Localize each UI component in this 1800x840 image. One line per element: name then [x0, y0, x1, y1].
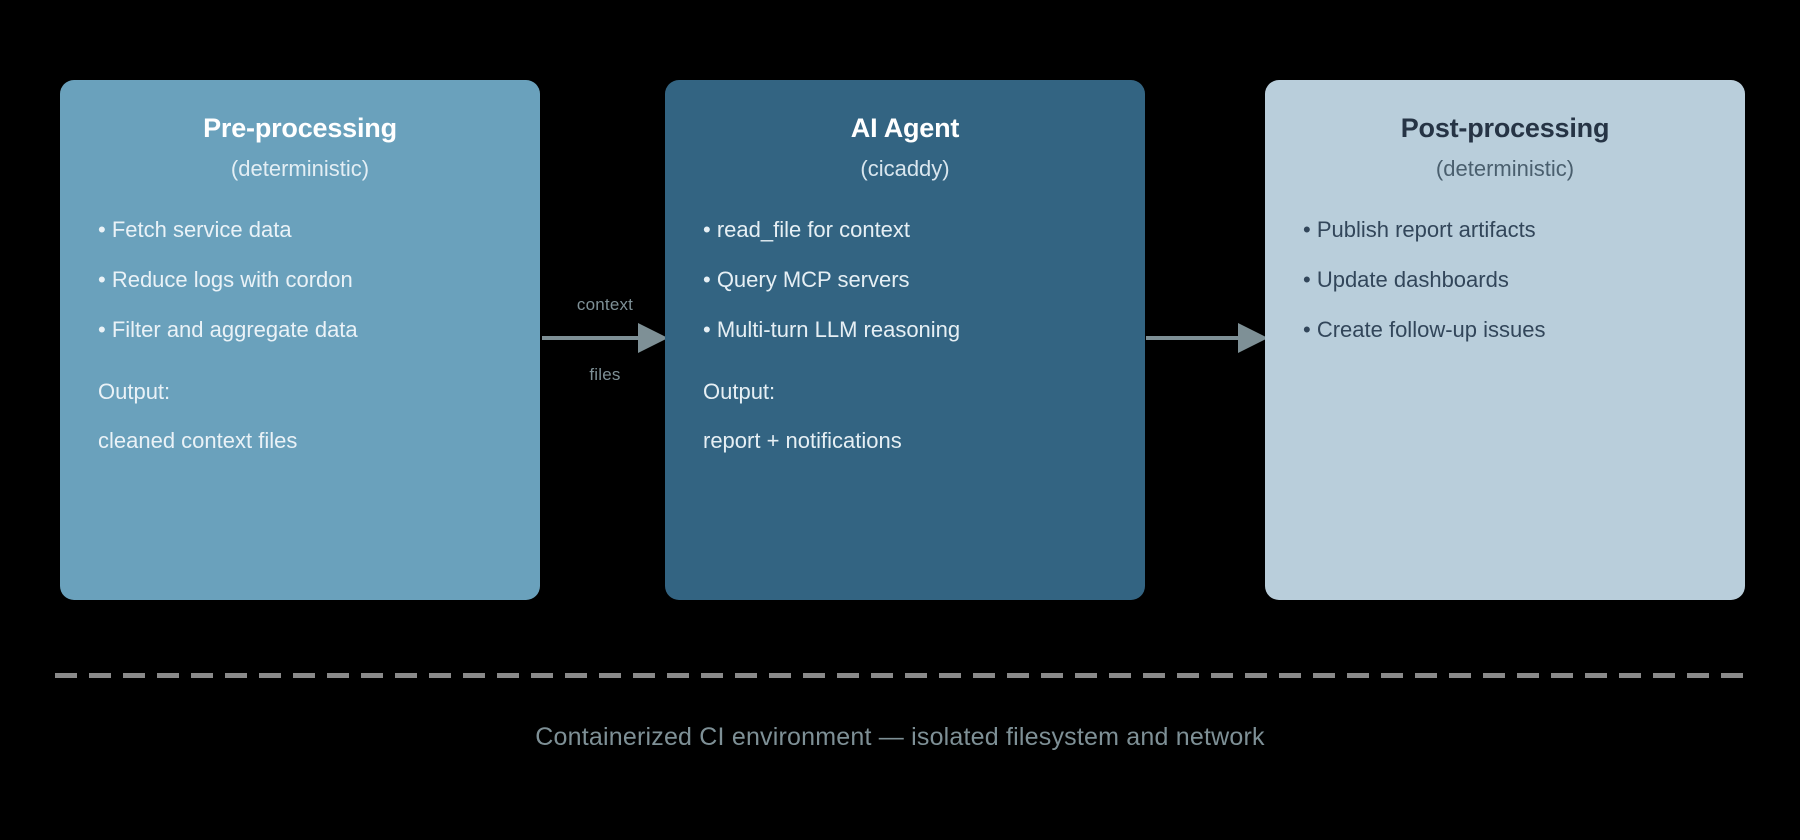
- stage-subtitle-ai-agent: (cicaddy): [860, 155, 950, 181]
- container-boundary-divider: [55, 673, 1745, 678]
- stage-card-post-processing: Post-processing (deterministic) • Publis…: [1265, 80, 1745, 600]
- stage-bullet-list-pre-processing: • Fetch service data • Reduce logs with …: [90, 216, 510, 369]
- arrow-label-files: files: [589, 365, 621, 384]
- arrow-head-icon: [1238, 323, 1268, 353]
- list-item: • Fetch service data: [98, 216, 292, 242]
- stage-subtitle-pre-processing: (deterministic): [230, 155, 370, 181]
- flow-arrow-agent-to-post: [1146, 323, 1268, 353]
- list-item: • read_file for context: [703, 216, 911, 242]
- stage-title-pre-processing: Pre-processing: [203, 113, 397, 143]
- list-item: • Create follow-up issues: [1303, 316, 1546, 342]
- stage-title-post-processing: Post-processing: [1400, 113, 1610, 143]
- output-value: report + notifications: [703, 427, 902, 453]
- arrow-shaft: [542, 336, 638, 340]
- list-item: • Multi-turn LLM reasoning: [703, 316, 961, 342]
- container-caption: Containerized CI environment — isolated …: [535, 723, 1265, 751]
- list-item: • Query MCP servers: [703, 266, 910, 292]
- arrow-shaft: [1146, 336, 1238, 340]
- arrow-head-icon: [638, 323, 668, 353]
- stage-bullet-list-post-processing: • Publish report artifacts • Update dash…: [1295, 216, 1715, 369]
- list-item: • Reduce logs with cordon: [98, 266, 353, 292]
- stage-output-ai-agent: Output: report + notifications: [695, 378, 1115, 453]
- stage-subtitle-post-processing: (deterministic): [1435, 155, 1575, 181]
- arrow-label-context: context: [576, 295, 634, 314]
- output-label: Output:: [98, 378, 171, 404]
- stage-output-pre-processing: Output: cleaned context files: [90, 378, 510, 453]
- flow-arrow-pre-to-agent: [542, 323, 668, 353]
- stage-bullet-list-ai-agent: • read_file for context • Query MCP serv…: [695, 216, 1115, 369]
- stage-title-ai-agent: AI Agent: [850, 113, 960, 143]
- list-item: • Update dashboards: [1303, 266, 1509, 292]
- output-label: Output:: [703, 378, 776, 404]
- list-item: • Filter and aggregate data: [98, 316, 358, 342]
- list-item: • Publish report artifacts: [1303, 216, 1536, 242]
- output-value: cleaned context files: [98, 427, 298, 453]
- stage-card-pre-processing: Pre-processing (deterministic) • Fetch s…: [60, 80, 540, 600]
- stage-card-ai-agent: AI Agent (cicaddy) • read_file for conte…: [665, 80, 1145, 600]
